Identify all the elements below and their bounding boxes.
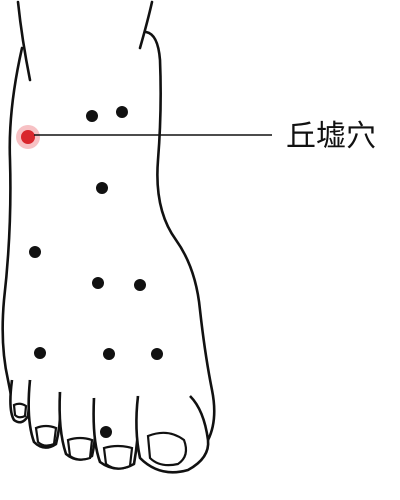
- highlight-point-dot: [21, 130, 35, 144]
- toes: [9, 379, 210, 474]
- leg-right-edge: [138, 0, 154, 50]
- acupoint-dot: [86, 110, 98, 122]
- toe-fourth-nail: [34, 424, 58, 447]
- point-label: 丘墟穴: [286, 119, 376, 154]
- acupoint-dot: [100, 426, 112, 438]
- acupoint-dot: [134, 279, 146, 291]
- acupoint-dot: [29, 246, 41, 258]
- toe-small-nail: [12, 402, 28, 419]
- acupoint-dot: [92, 277, 104, 289]
- acupoint-dot: [96, 182, 108, 194]
- highlight-point: [16, 125, 40, 149]
- acupoint-dot: [34, 347, 46, 359]
- acupoints: [29, 106, 163, 438]
- toe-third-nail: [66, 436, 94, 461]
- foot-outer-contour: [1, 46, 24, 414]
- acupoint-dot: [151, 348, 163, 360]
- ankle-contour: [144, 30, 216, 442]
- toe-second-nail: [102, 444, 134, 470]
- leg-left-edge: [16, 0, 32, 82]
- acupoint-dot: [103, 348, 115, 360]
- toe-big-nail: [146, 431, 188, 467]
- acupoint-dot: [116, 106, 128, 118]
